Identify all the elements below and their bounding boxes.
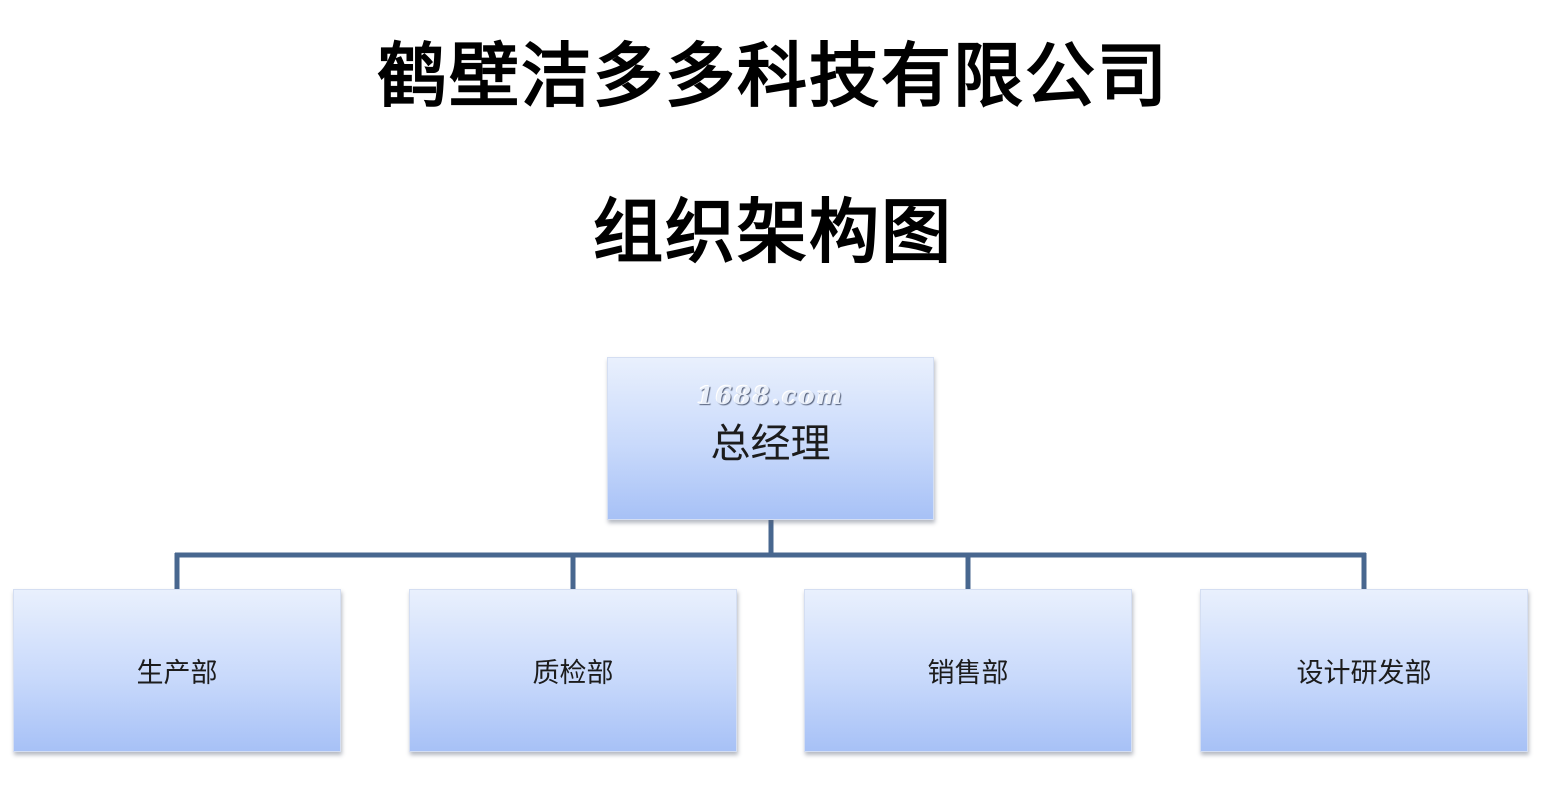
org-node-label: 总经理 xyxy=(710,420,831,467)
org-node-label: 设计研发部 xyxy=(1296,658,1432,689)
org-node-general-manager: 总经理 xyxy=(607,357,934,520)
org-node-label: 质检部 xyxy=(532,658,614,689)
org-node-design-rnd: 设计研发部 xyxy=(1200,589,1528,752)
company-title: 鹤壁洁多多科技有限公司 xyxy=(377,34,1169,117)
org-node-label: 生产部 xyxy=(136,658,218,689)
org-node-sales: 销售部 xyxy=(804,589,1132,752)
org-node-production: 生产部 xyxy=(13,589,341,752)
watermark: 1688.com xyxy=(696,381,845,410)
org-node-label: 销售部 xyxy=(927,658,1009,689)
org-node-quality-inspection: 质检部 xyxy=(409,589,737,752)
chart-title: 组织架构图 xyxy=(593,190,953,273)
